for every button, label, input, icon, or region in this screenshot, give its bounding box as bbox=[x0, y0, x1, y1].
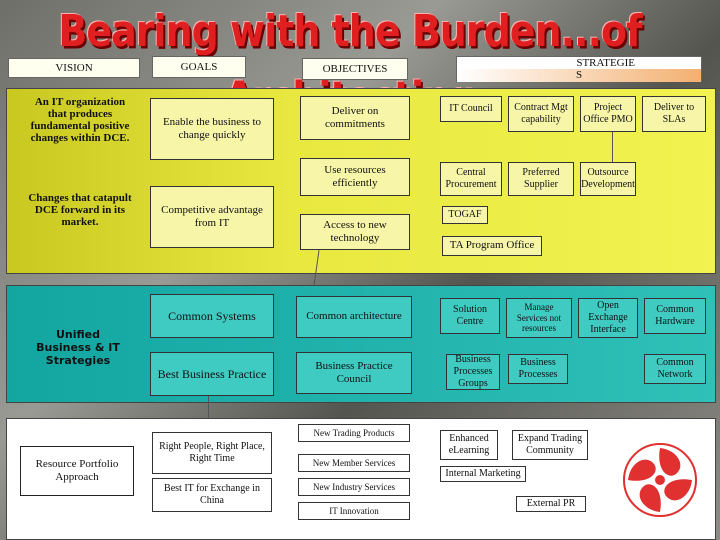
swirl-logo-icon bbox=[623, 443, 697, 517]
header-objectives: OBJECTIVES bbox=[302, 58, 408, 80]
goal-right-people: Right People, Right Place, Right Time bbox=[152, 432, 272, 474]
strategy-central-procurement: Central Procurement bbox=[440, 162, 502, 196]
goal-competitive-advantage: Competitive advantage from IT bbox=[150, 186, 274, 248]
objective-trading-products: New Trading Products bbox=[298, 424, 410, 442]
connector-line bbox=[208, 396, 209, 418]
strategy-common-network: Common Network bbox=[644, 354, 706, 384]
header-strategies-top: STRATEGIE bbox=[457, 57, 701, 69]
vision-resource-portfolio: Resource Portfolio Approach bbox=[20, 446, 134, 496]
goal-best-practice: Best Business Practice bbox=[150, 352, 274, 396]
objective-it-innovation: IT Innovation bbox=[298, 502, 410, 520]
goal-best-it-china: Best IT for Exchange in China bbox=[152, 478, 272, 512]
objective-member-services: New Member Services bbox=[298, 454, 410, 472]
vision-it-organization: An IT organization that produces fundame… bbox=[30, 96, 130, 144]
objective-industry-services: New Industry Services bbox=[298, 478, 410, 496]
objective-new-technology: Access to new technology bbox=[300, 214, 410, 250]
objective-common-architecture: Common architecture bbox=[296, 296, 412, 338]
header-vision: VISION bbox=[8, 58, 140, 78]
strategy-business-process-groups: Business Processes Groups bbox=[446, 354, 500, 390]
strategy-outsource: Outsource Development bbox=[580, 162, 636, 196]
strategy-external-pr: External PR bbox=[516, 496, 586, 512]
strategy-contract-mgt: Contract Mgt capability bbox=[508, 96, 574, 132]
strategy-preferred-supplier: Preferred Supplier bbox=[508, 162, 574, 196]
vision-unified-strategies: Unified Business & IT Strategies bbox=[36, 328, 120, 367]
strategy-open-exchange: Open Exchange Interface bbox=[578, 298, 638, 338]
header-goals: GOALS bbox=[152, 56, 246, 78]
objective-resources-efficiently: Use resources efficiently bbox=[300, 158, 410, 196]
header-strategies: STRATEGIE S bbox=[456, 56, 702, 82]
objective-practice-council: Business Practice Council bbox=[296, 352, 412, 394]
strategy-business-processes: Business Processes bbox=[508, 354, 568, 384]
strategy-slas: Deliver to SLAs bbox=[642, 96, 706, 132]
strategy-ta-program-office: TA Program Office bbox=[442, 236, 542, 256]
strategy-enhanced-elearning: Enhanced eLearning bbox=[440, 430, 498, 460]
strategy-internal-marketing: Internal Marketing bbox=[440, 466, 526, 482]
connector-line bbox=[612, 132, 613, 162]
vision-catapult: Changes that catapult DCE forward in its… bbox=[28, 192, 132, 228]
header-strategies-bottom: S bbox=[457, 69, 701, 82]
strategy-solution-centre: Solution Centre bbox=[440, 298, 500, 334]
strategy-it-council: IT Council bbox=[440, 96, 502, 122]
strategy-pmo: Project Office PMO bbox=[580, 96, 636, 132]
strategy-manage-services: Manage Services not resources bbox=[506, 298, 572, 338]
goal-change-quickly: Enable the business to change quickly bbox=[150, 98, 274, 160]
goal-common-systems: Common Systems bbox=[150, 294, 274, 338]
objective-deliver-commitments: Deliver on commitments bbox=[300, 96, 410, 140]
page-title: Bearing with the Burden...of Architectin… bbox=[58, 5, 642, 123]
strategy-common-hardware: Common Hardware bbox=[644, 298, 706, 334]
strategy-trading-community: Expand Trading Community bbox=[512, 430, 588, 460]
strategy-togaf: TOGAF bbox=[442, 206, 488, 224]
